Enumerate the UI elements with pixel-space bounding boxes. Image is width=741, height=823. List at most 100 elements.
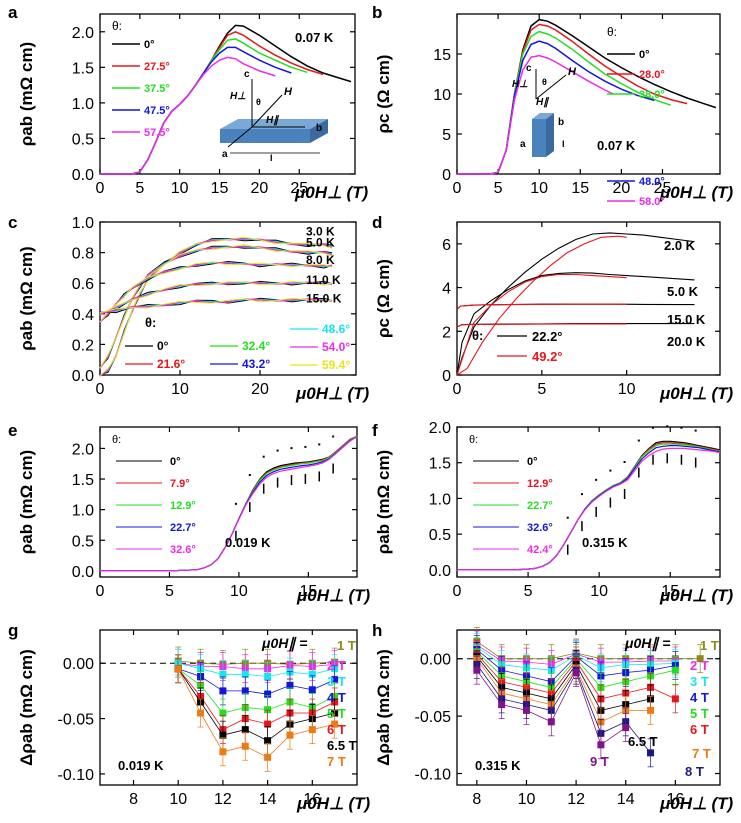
field-marker-dot (694, 429, 697, 432)
y-axis-label: ρab (mΩ cm) (17, 450, 36, 554)
data-point (219, 687, 227, 695)
series-line (457, 445, 721, 571)
field-marker-dot (304, 445, 307, 448)
y-axis-label: ρc (Ω cm) (374, 259, 393, 338)
axis-label-a: a (520, 139, 526, 150)
axis-label-c: c (526, 63, 532, 74)
data-point (473, 666, 481, 674)
y-tick-label: -0.10 (415, 767, 452, 784)
temperature-annotation: 0.315 K (475, 758, 521, 773)
legend-label: 22.2° (532, 329, 563, 344)
x-tick-label: 0 (453, 180, 462, 197)
field-label-Hperp: H⊥ (230, 91, 246, 102)
legend-label: 12.9° (527, 478, 553, 490)
crystal-front (532, 119, 546, 157)
data-point (547, 718, 555, 726)
temperature-label: 8.0 K (306, 253, 335, 267)
data-point (264, 706, 272, 714)
legend-label: 58.0° (639, 196, 665, 208)
data-point (622, 724, 630, 732)
series-line (99, 262, 332, 322)
series-line (178, 662, 335, 670)
y-tick-label: 1.0 (72, 503, 94, 520)
legend-title: θ: (112, 19, 122, 33)
crystal-side (310, 119, 328, 143)
legend-label: 0° (144, 39, 155, 51)
series-line (99, 244, 333, 369)
y-tick-label: 0.0 (72, 368, 94, 385)
series-line (476, 658, 651, 723)
data-point (331, 676, 339, 684)
x-tick-label: 12 (567, 791, 585, 808)
x-tick-label: 5 (494, 180, 503, 197)
angle-theta: θ (256, 97, 261, 107)
legend-label: 1 T (337, 638, 356, 653)
field-arrow (251, 94, 283, 128)
field-marker-dot (680, 426, 683, 429)
series-line (178, 668, 335, 695)
data-point (647, 706, 655, 714)
panel-letter: f (372, 421, 378, 440)
axes-frame (99, 221, 357, 376)
series-line (178, 660, 335, 665)
legend-label: 5 T (327, 706, 346, 721)
series-line (177, 668, 335, 731)
legend-title: θ: (469, 434, 478, 446)
axes-frame (456, 629, 721, 786)
legend-label: 4 T (690, 690, 709, 705)
temperature-annotation: 0.07 K (597, 138, 636, 153)
panel-letter: d (372, 213, 382, 232)
y-axis-label: Δρab (mΩ cm) (374, 649, 393, 766)
y-axis-label: ρab (mΩ cm) (17, 246, 36, 350)
temperature-label: 15.0 K (667, 312, 706, 327)
temperature-label: 5.0 K (306, 235, 335, 249)
legend-label: 27.5° (144, 61, 170, 73)
x-tick-label: 25 (290, 180, 308, 197)
field-marker-dot (318, 443, 321, 446)
y-tick-label: 0.6 (72, 276, 94, 293)
series-line (99, 262, 333, 323)
series-line (100, 436, 358, 572)
x-tick-label: 10 (590, 583, 608, 600)
axes-frame (456, 426, 721, 578)
angle-theta: θ (542, 77, 547, 87)
legend-label: 47.5° (144, 105, 170, 117)
legend-label: 32.6° (170, 544, 196, 556)
x-tick-label: 0 (453, 583, 462, 600)
legend-label: 2 T (327, 658, 346, 673)
field-marker-dot (290, 447, 293, 450)
x-tick-label: 0 (96, 583, 105, 600)
data-point (286, 681, 294, 689)
legend-label: 3 T (690, 674, 709, 689)
x-tick-label: 16 (666, 791, 684, 808)
x-tick-label: 10 (518, 791, 536, 808)
y-tick-label: 0.5 (72, 533, 94, 550)
panel-letter: e (8, 421, 17, 440)
x-tick-label: 15 (661, 583, 679, 600)
legend-label: 9 T (590, 754, 609, 769)
legend-label: 43.2° (242, 357, 270, 371)
x-tick-label: 10 (618, 381, 636, 398)
series-line (177, 668, 335, 758)
field-marker-dot (666, 425, 669, 428)
y-tick-label: 0.00 (420, 652, 451, 669)
x-tick-label: 25 (654, 180, 672, 197)
field-arrow (535, 74, 567, 100)
series-line (476, 664, 651, 754)
series-line (100, 38, 308, 175)
field-marker-dot (566, 516, 569, 519)
x-tick-label: 15 (571, 180, 589, 197)
y-tick-label: 0.0 (72, 167, 94, 184)
legend-label: 1 T (700, 638, 719, 653)
legend-label: 38.0° (639, 89, 665, 101)
series-line (100, 436, 358, 572)
series-line (99, 236, 333, 376)
a-axis-arrow (227, 126, 253, 148)
y-tick-label: 1.0 (429, 491, 451, 508)
data-point (241, 742, 249, 750)
y-tick-label: 0.5 (72, 131, 94, 148)
panel-letter: b (372, 3, 382, 22)
y-tick-label: 0.4 (72, 307, 94, 324)
